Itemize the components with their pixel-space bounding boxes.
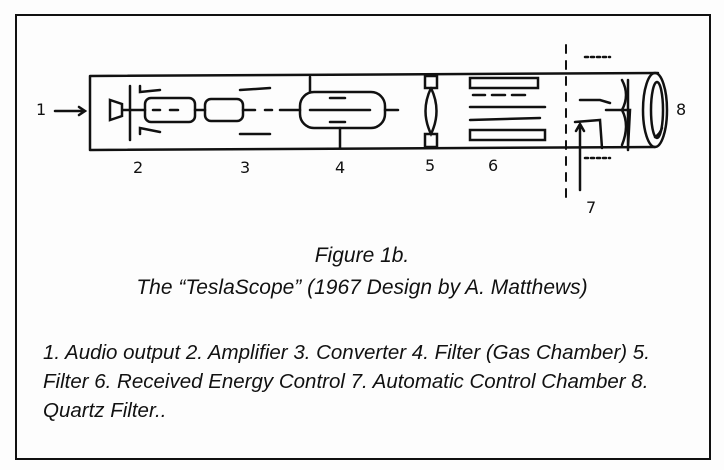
tube-body xyxy=(88,71,669,152)
label-5: 5 xyxy=(425,156,436,175)
converter-part xyxy=(193,86,274,136)
teslascope-diagram xyxy=(53,44,669,201)
automatic-control-chamber xyxy=(565,44,632,201)
figure-title: The “TeslaScope” (1967 Design by A. Matt… xyxy=(136,276,588,299)
gas-chamber-filter xyxy=(278,75,400,150)
label-arrows xyxy=(53,105,664,139)
amplifier-part xyxy=(138,84,197,136)
label-3: 3 xyxy=(240,158,251,177)
figure-frame xyxy=(15,14,711,460)
audio-output-part xyxy=(108,84,147,142)
label-7: 7 xyxy=(586,198,597,217)
received-energy-control-part xyxy=(468,76,547,142)
label-2: 2 xyxy=(133,158,144,177)
label-6: 6 xyxy=(488,156,499,175)
label-1: 1 xyxy=(36,100,47,119)
label-8: 8 xyxy=(676,100,687,119)
figure-number: Figure 1b. xyxy=(314,244,410,267)
figure-legend: 1. Audio output 2. Amplifier 3. Converte… xyxy=(43,341,650,422)
filter-5-part xyxy=(423,74,439,149)
label-4: 4 xyxy=(335,158,346,177)
